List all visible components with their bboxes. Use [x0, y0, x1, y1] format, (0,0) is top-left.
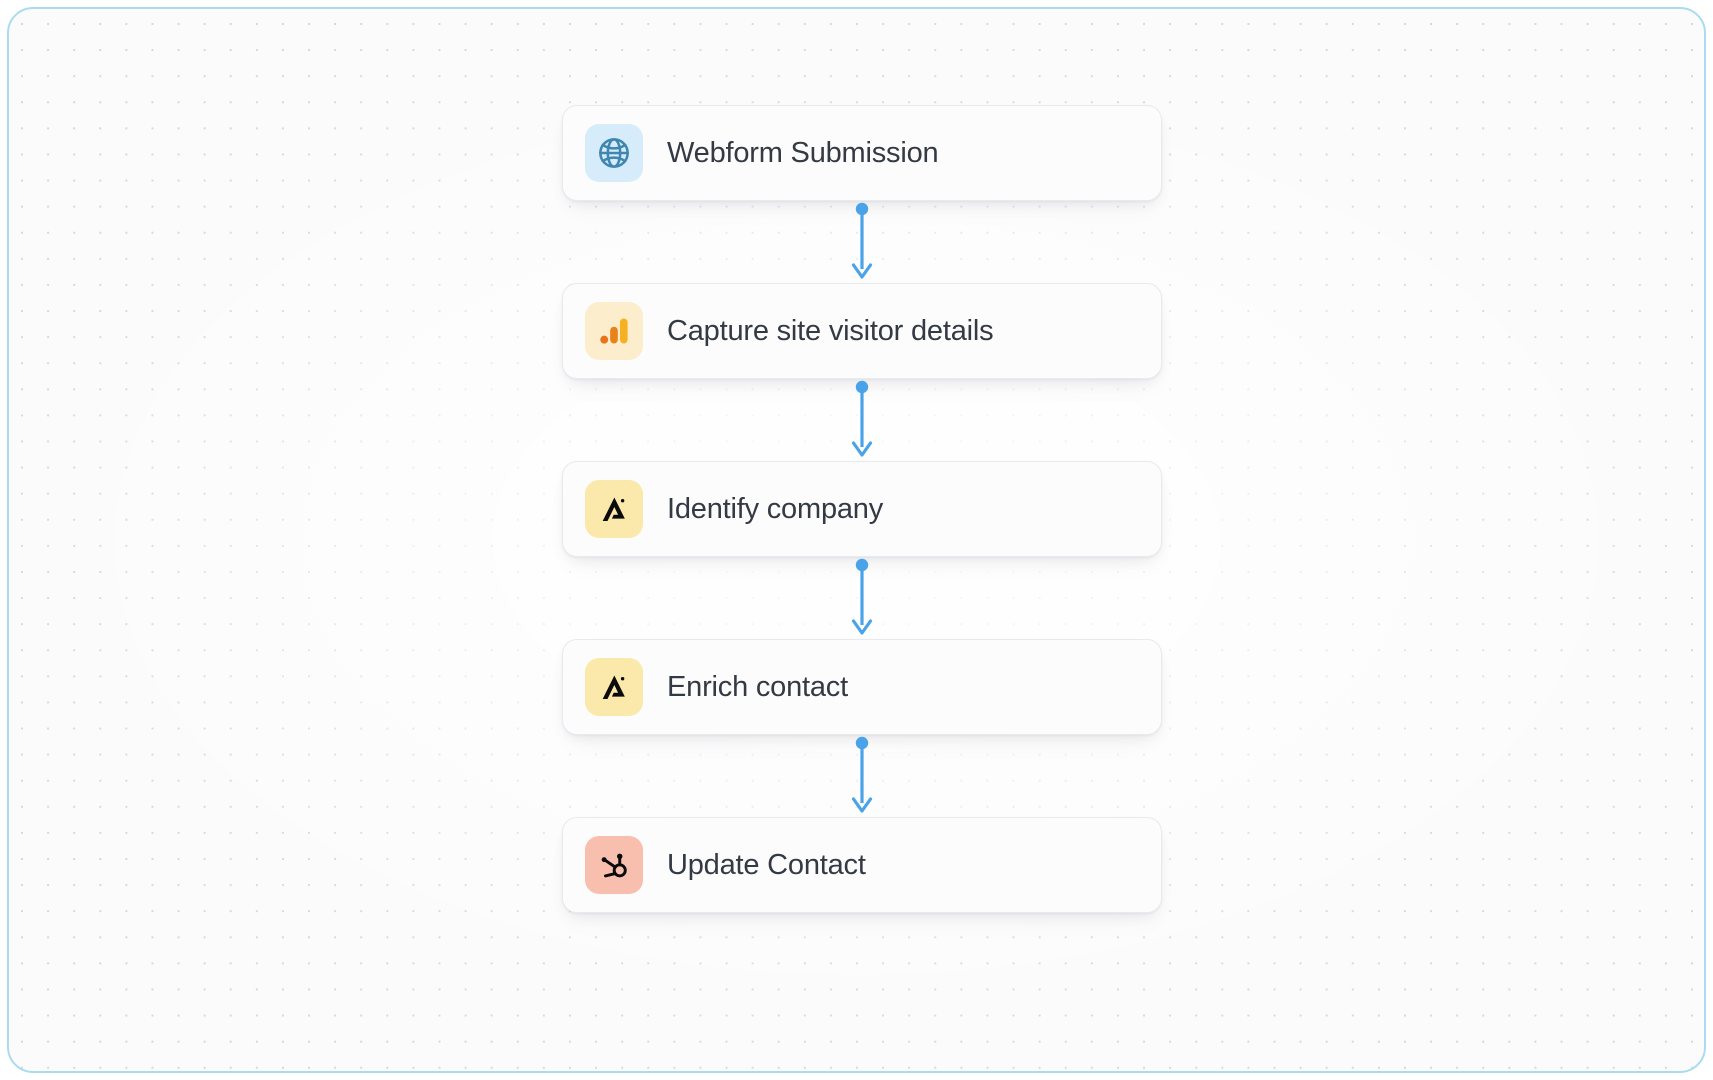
apollo-icon: [585, 480, 643, 538]
node-label: Capture site visitor details: [667, 314, 994, 347]
apollo-icon: [585, 658, 643, 716]
globe-icon: [585, 124, 643, 182]
node-label: Webform Submission: [667, 136, 939, 169]
workflow-flow: Webform Submission Capture site visitor …: [562, 105, 1162, 913]
workflow-connector[interactable]: [562, 557, 1162, 639]
workflow-connector[interactable]: [562, 735, 1162, 817]
workflow-node-identify-company[interactable]: Identify company: [562, 461, 1162, 557]
workflow-node-enrich-contact[interactable]: Enrich contact: [562, 639, 1162, 735]
node-label: Update Contact: [667, 848, 866, 881]
google-analytics-icon: [585, 302, 643, 360]
node-label: Enrich contact: [667, 670, 848, 703]
node-label: Identify company: [667, 492, 884, 525]
workflow-node-capture-site-visitor-details[interactable]: Capture site visitor details: [562, 283, 1162, 379]
workflow-canvas[interactable]: Webform Submission Capture site visitor …: [7, 7, 1706, 1073]
workflow-connector[interactable]: [562, 201, 1162, 283]
hubspot-icon: [585, 836, 643, 894]
workflow-node-webform-submission[interactable]: Webform Submission: [562, 105, 1162, 201]
workflow-connector[interactable]: [562, 379, 1162, 461]
workflow-node-update-contact[interactable]: Update Contact: [562, 817, 1162, 913]
